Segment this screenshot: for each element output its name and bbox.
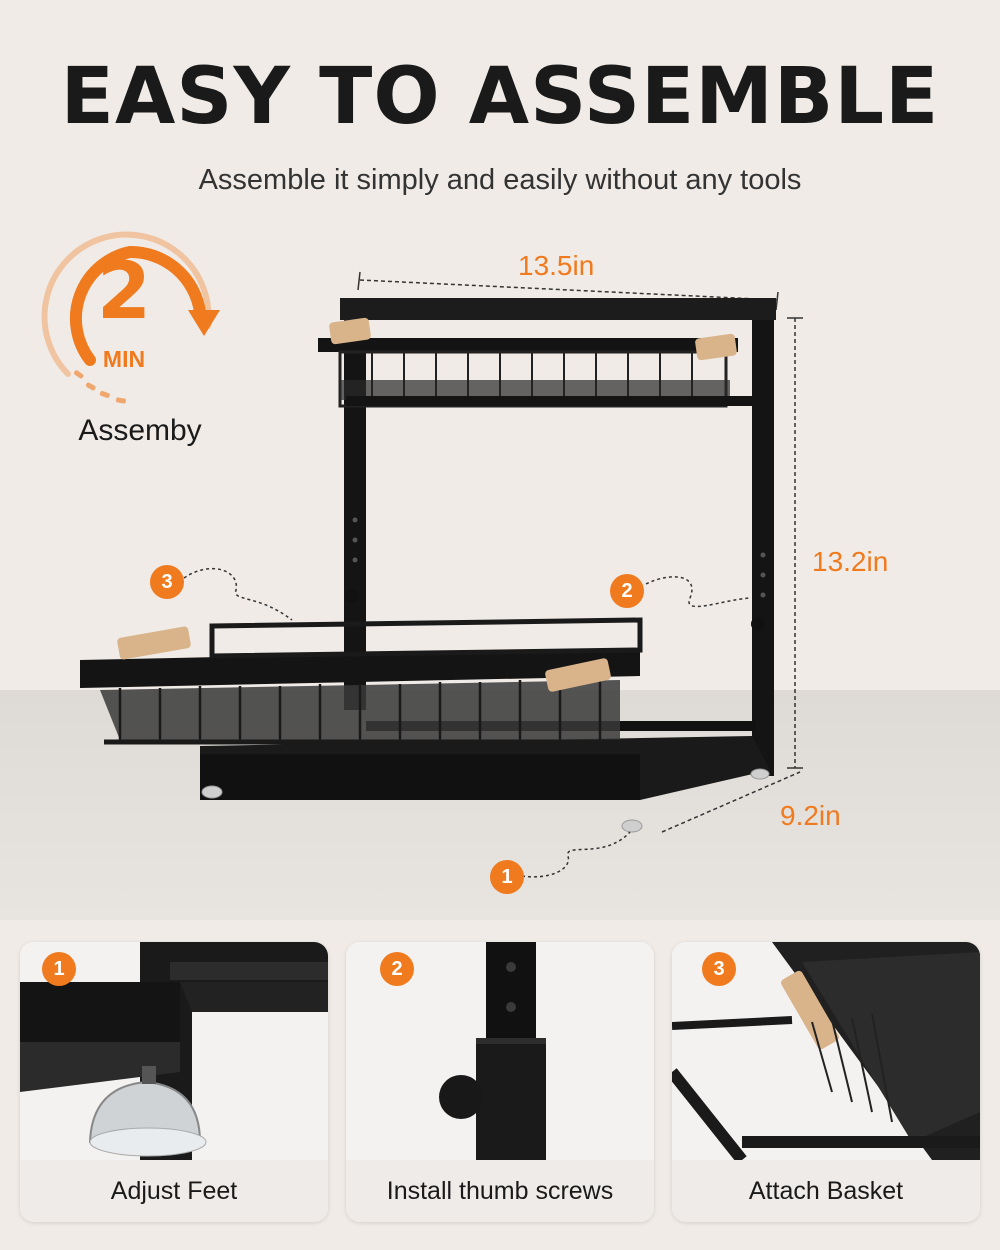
step-label: Install thumb screws <box>346 1160 654 1222</box>
width-dimension: 13.5in <box>518 250 595 281</box>
step-number-badge: 1 <box>42 952 76 986</box>
timer-ring-icon <box>41 231 220 404</box>
step-label: Attach Basket <box>672 1160 980 1222</box>
callout-feet: 1 <box>490 860 524 894</box>
step-number-badge: 3 <box>702 952 736 986</box>
page-title: EASY TO ASSEMBLE <box>60 52 940 142</box>
timer-minutes: 2 <box>96 247 152 337</box>
page-subtitle: Assemble it simply and easily without an… <box>198 164 802 196</box>
callout-thumb-screw: 2 <box>610 574 644 608</box>
organizer-rack-illustration <box>80 271 803 878</box>
height-dimension: 13.2in <box>812 546 889 577</box>
step-label: Adjust Feet <box>20 1160 328 1222</box>
callout-basket: 3 <box>150 565 184 599</box>
timer-unit: MIN <box>102 346 146 372</box>
depth-dimension: 9.2in <box>780 800 841 831</box>
step-number-badge: 2 <box>380 952 414 986</box>
assembly-label: Assemby <box>78 414 202 447</box>
